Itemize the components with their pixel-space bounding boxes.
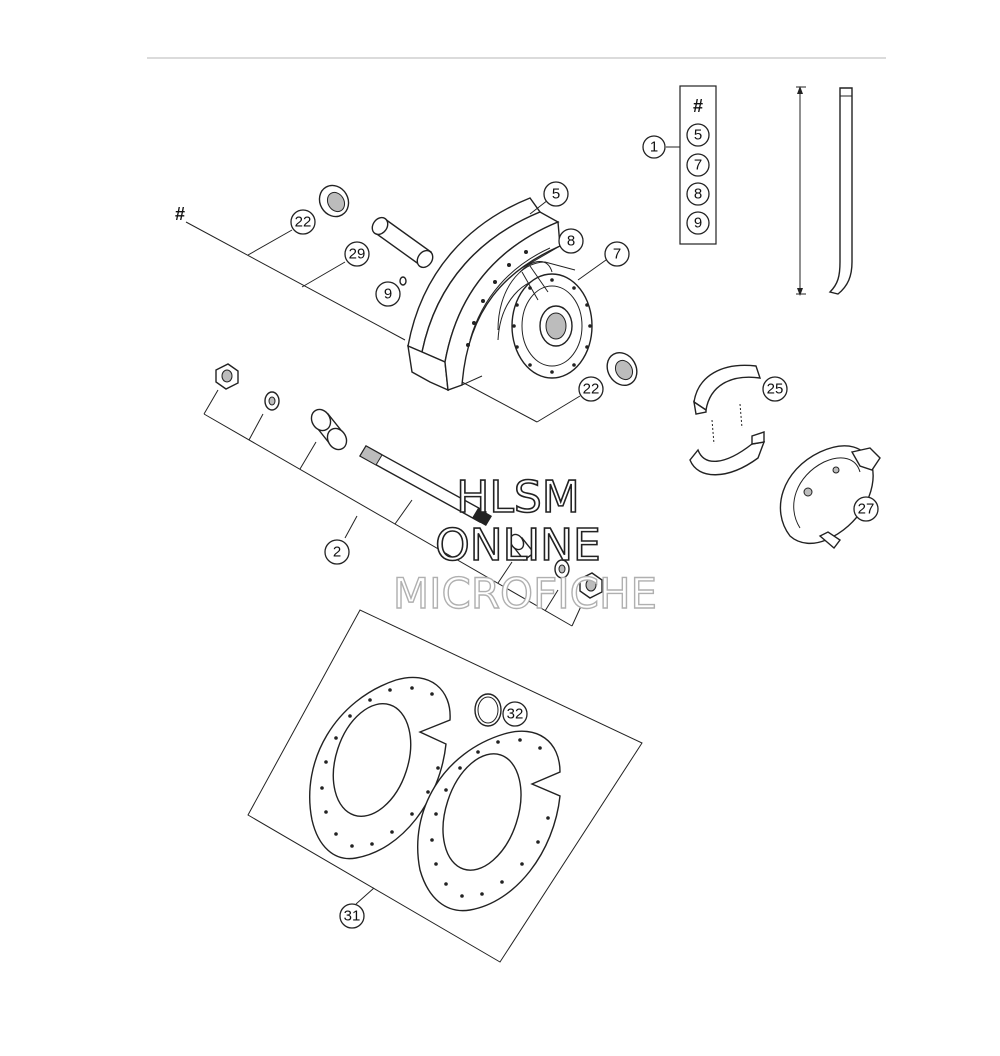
callout-32: 32 bbox=[502, 701, 528, 727]
kit-box: # 5 7 8 9 1 bbox=[642, 85, 717, 245]
callout-29: 29 bbox=[344, 241, 370, 267]
brake-shoe-lower bbox=[689, 431, 766, 476]
callout-25: 25 bbox=[762, 376, 788, 402]
axle-assembly bbox=[203, 389, 583, 627]
spoke bbox=[796, 86, 853, 296]
callout-8: 8 bbox=[558, 228, 584, 254]
spacer-left bbox=[310, 408, 348, 451]
watermark: HLSM ONLINE MICROFICHE bbox=[392, 471, 658, 619]
brake-spring bbox=[711, 403, 743, 445]
svg-text:7: 7 bbox=[613, 246, 621, 263]
callout-5: 5 bbox=[543, 181, 569, 207]
svg-text:31: 31 bbox=[344, 908, 361, 925]
kit-box-header: # bbox=[693, 96, 703, 116]
brake-shoe-upper bbox=[693, 364, 762, 415]
svg-text:2: 2 bbox=[333, 544, 341, 561]
callout-31: 31 bbox=[339, 903, 365, 929]
axle-shaft bbox=[359, 445, 492, 526]
bearing-upper bbox=[318, 184, 350, 218]
svg-text:9: 9 bbox=[384, 286, 392, 303]
svg-text:8: 8 bbox=[694, 186, 702, 203]
washer-left bbox=[264, 391, 280, 411]
spoke-set bbox=[519, 261, 553, 301]
bearing-lower bbox=[606, 351, 638, 387]
svg-text:9: 9 bbox=[694, 215, 702, 232]
hub bbox=[497, 261, 593, 379]
callout-27: 27 bbox=[853, 496, 879, 522]
svg-text:22: 22 bbox=[295, 214, 312, 231]
svg-text:22: 22 bbox=[583, 381, 600, 398]
svg-text:8: 8 bbox=[567, 233, 575, 250]
svg-text:27: 27 bbox=[858, 501, 875, 518]
callout-7: 7 bbox=[604, 241, 630, 267]
watermark-line2: ONLINE bbox=[435, 520, 601, 571]
circlip bbox=[474, 693, 502, 727]
svg-text:5: 5 bbox=[552, 186, 560, 203]
rim bbox=[407, 197, 561, 392]
kit-item-9: 9 bbox=[686, 211, 710, 235]
disc-right bbox=[417, 730, 561, 912]
callout-22-upper: 22 bbox=[290, 209, 316, 235]
spacer-right bbox=[509, 533, 536, 561]
kit-item-7: 7 bbox=[686, 153, 710, 177]
svg-text:32: 32 bbox=[507, 706, 524, 723]
callout-22-lower: 22 bbox=[578, 376, 604, 402]
svg-text:1: 1 bbox=[650, 139, 658, 156]
svg-text:7: 7 bbox=[694, 157, 702, 174]
svg-text:25: 25 bbox=[767, 381, 784, 398]
disc-left bbox=[309, 676, 451, 860]
spoke-nipple bbox=[399, 276, 407, 286]
watermark-line1: HLSM bbox=[456, 472, 580, 523]
callout-9: 9 bbox=[375, 281, 401, 307]
hash-marker: # bbox=[175, 204, 185, 224]
watermark-line3: MICROFICHE bbox=[393, 569, 657, 618]
svg-text:29: 29 bbox=[349, 246, 366, 263]
kit-item-8: 8 bbox=[686, 182, 710, 206]
svg-text:5: 5 bbox=[694, 127, 702, 144]
callout-1: 1 bbox=[642, 135, 666, 159]
washer-right bbox=[554, 559, 570, 579]
axle-nut-right bbox=[579, 572, 603, 599]
spacer-tube bbox=[371, 216, 434, 269]
brake-plate bbox=[779, 445, 881, 550]
axle-nut-left bbox=[215, 363, 239, 390]
kit-item-5: 5 bbox=[686, 123, 710, 147]
callout-2: 2 bbox=[324, 539, 350, 565]
disc-frame bbox=[247, 609, 643, 963]
